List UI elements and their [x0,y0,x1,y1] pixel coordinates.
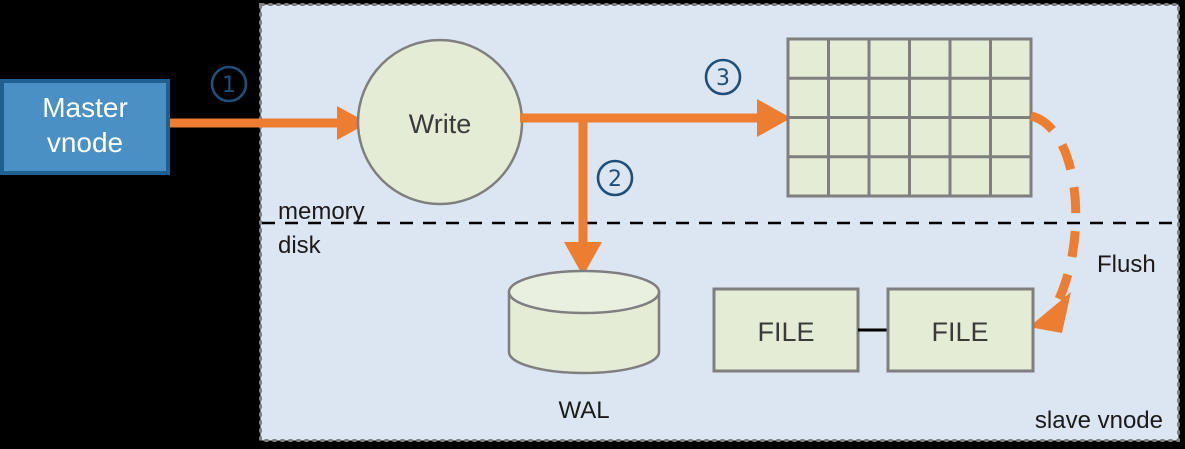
memtable-grid[interactable] [786,37,1033,198]
file-box-1-label: FILE [757,317,814,347]
step-2-number: 2 [608,167,622,192]
disk-label: disk [278,232,322,259]
step-1-badge: 1 [210,65,248,103]
file-box-1[interactable]: FILE [712,287,860,373]
memory-label: memory [278,198,365,225]
step-1-number: 1 [222,73,236,98]
master-vnode-label-line2: vnode [47,127,123,158]
wal-label: WAL [558,397,609,424]
step-2-badge: 2 [596,159,634,197]
file-box-2-label: FILE [931,317,988,347]
step-3-number: 3 [716,66,730,91]
slave-vnode-label: slave vnode [1035,407,1163,434]
arrow-write-to-memtable [520,99,791,137]
master-vnode-label-line1: Master [42,92,128,123]
arrow-write-to-wal [564,118,602,276]
flush-arrow [1029,111,1081,333]
write-node-label: Write [409,109,472,139]
flush-label: Flush [1097,251,1156,278]
file-box-2[interactable]: FILE [886,287,1035,373]
arrow-master-to-write [170,106,368,140]
wal-cylinder[interactable] [507,269,661,375]
step-3-badge: 3 [704,58,742,96]
master-vnode-box[interactable] [0,79,170,175]
